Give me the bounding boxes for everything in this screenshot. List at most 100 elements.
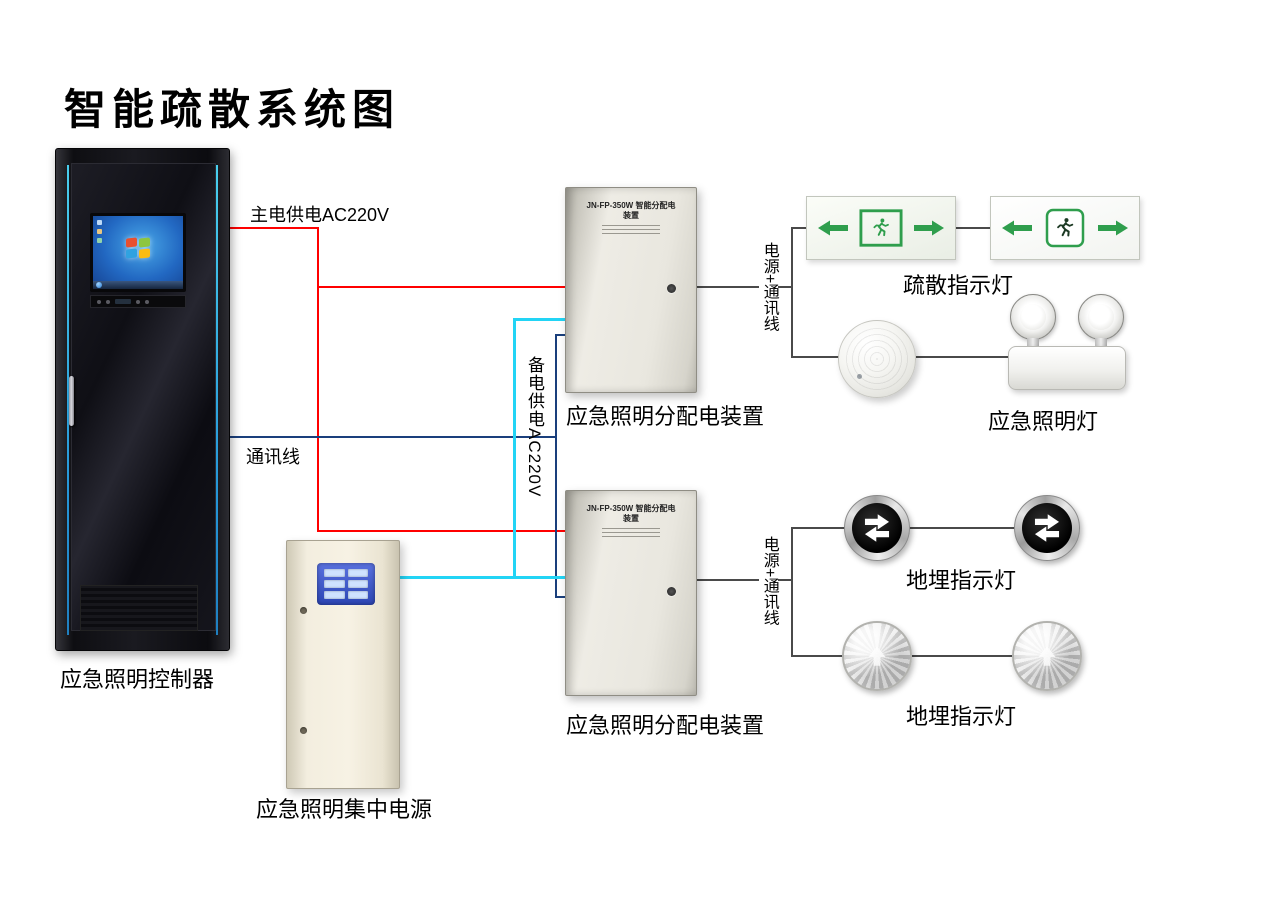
keyhole-icon [300, 607, 307, 614]
nameplate-line [602, 528, 660, 529]
wire-box2-split-v [791, 527, 793, 657]
wire-to-ceiling-lamp [793, 356, 839, 358]
box-nameplate: JN-FP-350W 智能分配电装置 [586, 504, 676, 540]
indicator-led [857, 374, 863, 380]
up-arrow-icon [864, 643, 890, 669]
windows-logo-pane [139, 237, 150, 248]
wire-between-emergency-lamps [916, 356, 1008, 358]
distribution-box-2: JN-FP-350W 智能分配电装置 [565, 490, 697, 696]
wire-between-exit-signs [956, 227, 991, 229]
wire-box1-split-v [791, 227, 793, 358]
desktop-icon [97, 238, 102, 243]
wire-backup-v [513, 318, 516, 579]
emergency-lighting-controller-cabinet [55, 148, 230, 651]
display-segment [347, 591, 368, 599]
up-arrow-icon [1034, 643, 1060, 669]
panel-display [115, 299, 131, 304]
lamp-neck [1027, 338, 1039, 348]
power-comm-label-1: 电源+通讯线 [759, 240, 778, 334]
panel-button [106, 299, 110, 304]
lamp-neck [1095, 338, 1107, 348]
controller-label: 应急照明控制器 [60, 667, 215, 692]
desktop-icons [97, 220, 102, 243]
nameplate-line [602, 532, 660, 533]
panel-button [97, 299, 101, 304]
nameplate-line [602, 536, 660, 537]
windows-logo-pane [126, 237, 137, 248]
display-segment [324, 580, 345, 588]
wire-to-ground-light-b1 [793, 655, 843, 657]
led-strip-left [67, 165, 69, 635]
nameplate-line [602, 225, 660, 226]
display-segment [324, 569, 345, 577]
box-lock-icon [667, 587, 676, 596]
wire-between-ground-lights-b [912, 655, 1012, 657]
wire-main-power-to-box1 [317, 286, 567, 288]
exit-sign-2 [990, 196, 1140, 260]
power-display-panel [317, 563, 375, 605]
central-power-cabinet [286, 540, 400, 789]
wire-comm-h [230, 436, 557, 438]
wire-main-power-v [317, 227, 319, 532]
panel-button [136, 299, 140, 304]
led-strip-right [216, 165, 218, 635]
wire-backup-to-box1 [513, 318, 567, 321]
exit-sign-1 [806, 196, 956, 260]
start-orb-icon [96, 282, 102, 288]
ground-light-arrow-2 [1014, 495, 1080, 561]
desktop-icon [97, 229, 102, 234]
double-arrow-icon [1030, 511, 1064, 545]
ground-light-steel-2 [1012, 621, 1082, 691]
arrow-right-icon [913, 219, 945, 237]
wire-to-exit-sign-1 [791, 227, 807, 229]
wire-backup-h [400, 576, 567, 579]
box-model-text: JN-FP-350W 智能分配电装置 [586, 201, 676, 220]
wire-between-ground-lights-a [910, 527, 1014, 529]
windows-logo-icon [126, 237, 150, 259]
nameplate-lines [602, 225, 660, 234]
arrow-right-icon [1097, 219, 1129, 237]
power-comm-label-2: 电源+通讯线 [759, 534, 778, 628]
vent-grille [80, 585, 198, 631]
exit-signs-label: 疏散指示灯 [903, 273, 1014, 298]
box-nameplate: JN-FP-350W 智能分配电装置 [586, 201, 676, 237]
ground-lights-label-2: 地埋指示灯 [906, 704, 1017, 729]
lamp-head-left [1010, 294, 1056, 340]
twin-head-emergency-lamp [1008, 294, 1126, 392]
distribution-box-1-label: 应急照明分配电装置 [566, 404, 765, 429]
windows-logo-pane [139, 248, 150, 259]
cabinet-control-panel [90, 295, 186, 308]
wire-main-power-h1 [230, 227, 319, 229]
distribution-box-1: JN-FP-350W 智能分配电装置 [565, 187, 697, 393]
box-model-text: JN-FP-350W 智能分配电装置 [586, 504, 676, 523]
wire-box1-out [697, 286, 793, 288]
door-handle [69, 376, 74, 426]
nameplate-lines [602, 528, 660, 537]
backup-power-wire-label: 备电供电AC220V [525, 356, 544, 498]
windows-logo-pane [126, 248, 137, 259]
display-segment [347, 569, 368, 577]
wire-to-ground-light-a1 [793, 527, 845, 529]
ground-lights-label-1: 地埋指示灯 [906, 568, 1017, 593]
wire-box2-out [697, 579, 793, 581]
central-power-label: 应急照明集中电源 [256, 797, 433, 822]
wire-comm-to-box1 [555, 334, 567, 336]
ground-light-core [1022, 503, 1072, 553]
wire-comm-v [555, 334, 557, 598]
keyhole-icon [300, 727, 307, 734]
wire-main-power-to-box2 [317, 530, 567, 532]
display-segment [324, 591, 345, 599]
running-man-icon [1045, 208, 1085, 248]
ceiling-emergency-lamp [838, 320, 916, 398]
ground-light-core [852, 503, 902, 553]
double-arrow-icon [860, 511, 894, 545]
running-man-door-icon [859, 209, 903, 247]
box-lock-icon [667, 284, 676, 293]
nameplate-line [602, 229, 660, 230]
main-power-wire-label: 主电供电AC220V [250, 205, 390, 225]
lamp-body [1008, 346, 1126, 390]
arrow-left-icon [817, 219, 849, 237]
emergency-lamps-label: 应急照明灯 [988, 409, 1099, 434]
wire-comm-to-box2 [555, 596, 567, 598]
